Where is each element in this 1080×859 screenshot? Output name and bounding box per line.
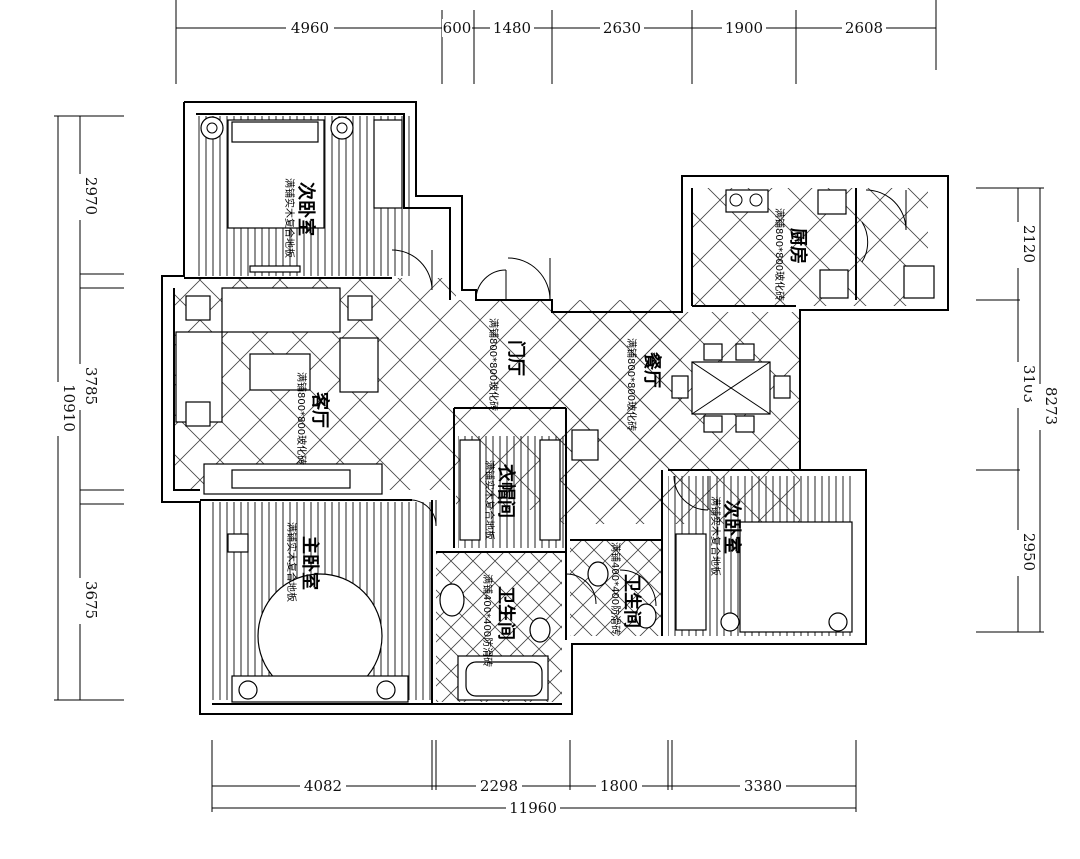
dim-top-2: 600 bbox=[443, 19, 472, 37]
note-dining: 满铺800*800玻化砖 bbox=[625, 338, 638, 431]
dim-top-4: 2630 bbox=[603, 19, 641, 37]
dims-right: 2120 3103 2950 8273 bbox=[1010, 222, 1060, 576]
dim-left-2: 3785 bbox=[82, 367, 100, 405]
furniture bbox=[175, 116, 935, 703]
note-bath-main: 满铺400*400防滑砖 bbox=[481, 574, 494, 667]
dim-top-6: 2608 bbox=[845, 19, 883, 37]
dims-bottom: 4082 2298 1800 3380 11960 bbox=[300, 777, 786, 817]
dim-right-1: 2120 bbox=[1020, 225, 1038, 263]
note-foyer: 满铺800*800玻化砖 bbox=[487, 318, 500, 411]
walls bbox=[161, 101, 949, 715]
note-master: 满铺实木复合地板 bbox=[285, 522, 298, 602]
note-living: 满铺800*800玻化砖 bbox=[295, 372, 308, 465]
note-bath-small: 满铺400*400防滑砖 bbox=[609, 542, 622, 635]
dim-left-total: 10910 bbox=[60, 384, 78, 432]
room-labels: 次卧室 满铺实木复合地板 客厅 满铺800*800玻化砖 门厅 满铺800*80… bbox=[283, 178, 809, 667]
dim-bottom-3: 1800 bbox=[600, 777, 638, 795]
dims-left: 2970 3785 3675 10910 bbox=[50, 174, 100, 624]
dim-right-3: 2950 bbox=[1020, 533, 1038, 571]
label-bedroom-right: 次卧室 bbox=[721, 500, 743, 554]
label-closet: 衣帽间 bbox=[495, 464, 517, 518]
label-master: 主卧室 bbox=[299, 536, 321, 590]
dim-bottom-1: 4082 bbox=[304, 777, 342, 795]
note-bedroom-top: 满铺实木复合地板 bbox=[283, 178, 296, 258]
dim-top-5: 1900 bbox=[725, 19, 763, 37]
label-bath-small: 卫生间 bbox=[621, 574, 643, 628]
label-kitchen: 厨房 bbox=[787, 228, 809, 264]
label-dining: 餐厅 bbox=[641, 351, 663, 388]
label-bedroom-top: 次卧室 bbox=[295, 182, 317, 236]
doors bbox=[391, 189, 907, 607]
label-bath-main: 卫生间 bbox=[495, 586, 517, 640]
dim-top-1: 4960 bbox=[291, 19, 329, 37]
dims-top: 4960 600 1480 2630 1900 2608 bbox=[286, 19, 886, 37]
note-bedroom-right: 满铺实木复合地板 bbox=[709, 496, 722, 576]
dim-bottom-4: 3380 bbox=[744, 777, 782, 795]
note-kitchen: 满铺800*800玻化砖 bbox=[773, 208, 786, 301]
dim-right-total: 8273 bbox=[1042, 387, 1060, 425]
note-closet: 满铺实木复合地板 bbox=[483, 460, 496, 540]
dim-left-3: 3675 bbox=[82, 581, 100, 619]
dim-top-3: 1480 bbox=[493, 19, 531, 37]
label-foyer: 门厅 bbox=[505, 340, 527, 376]
dim-bottom-total: 11960 bbox=[509, 799, 557, 817]
dim-bottom-2: 2298 bbox=[480, 777, 518, 795]
dim-left-1: 2970 bbox=[82, 177, 100, 215]
label-living: 客厅 bbox=[309, 392, 331, 428]
